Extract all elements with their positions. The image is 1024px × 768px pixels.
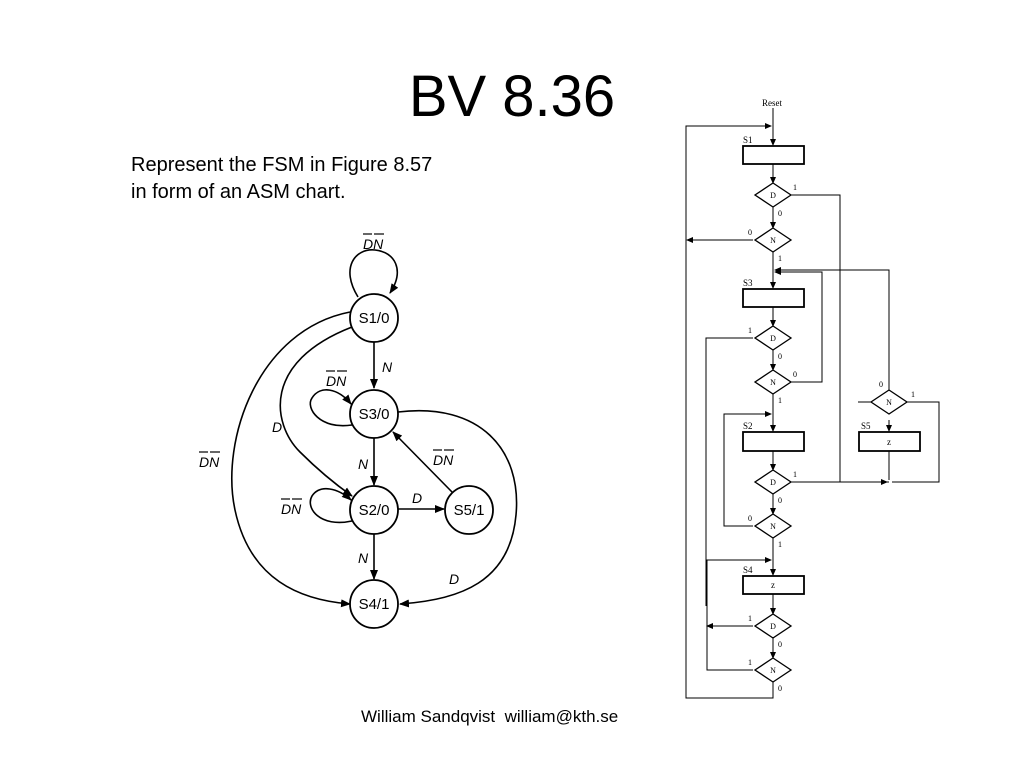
asm-reset-label: Reset [762, 98, 782, 108]
intro-line-1: Represent the FSM in Figure 8.57 [131, 154, 433, 176]
asm-s4-output: z [771, 580, 775, 590]
state-s2 [349, 485, 399, 535]
asm-d1-one: 1 [793, 183, 797, 192]
asm-d3-zero: 0 [778, 352, 782, 361]
s1-to-s4-arrow [231, 311, 351, 608]
label-n-s2-to-s4: N [358, 550, 369, 566]
asm-decision-d4 [753, 613, 793, 639]
state-s1-label: S1/0 [359, 310, 390, 327]
label-n-s3-to-s2: N [358, 456, 369, 472]
state-s3 [349, 389, 399, 439]
label-d-s3-to-s4: D [449, 571, 459, 587]
asm-state-s2-box [742, 431, 805, 452]
asm-d3-one: 1 [748, 326, 752, 335]
footer-credit: William Sandqvist william@kth.se [361, 707, 619, 726]
asm-decision-d3 [753, 325, 793, 351]
asm-d4-zero: 0 [778, 640, 782, 649]
asm-n1-text: N [770, 236, 776, 245]
asm-n3-text: N [770, 378, 776, 387]
label-dn-s1-to-s4: DN [199, 454, 220, 470]
asm-n2-zero: 0 [748, 514, 752, 523]
asm-d3-text: D [770, 334, 776, 343]
state-s4 [349, 579, 399, 629]
asm-d2-zero: 0 [778, 496, 782, 505]
asm-n2-one: 1 [778, 540, 782, 549]
s1-self-loop [349, 249, 399, 298]
asm-d4-one: 1 [748, 614, 752, 623]
asm-n5-text: N [886, 398, 892, 407]
asm-s2-label: S2 [743, 421, 753, 431]
asm-s5-output: z [887, 437, 891, 447]
asm-decision-d1 [753, 182, 793, 208]
s3-to-s4-arrow [397, 409, 518, 608]
asm-decision-d2 [753, 469, 793, 495]
asm-d2-one: 1 [793, 470, 797, 479]
asm-d4-text: D [770, 622, 776, 631]
asm-s3-label: S3 [743, 278, 753, 288]
asm-s4-label: S4 [743, 565, 753, 575]
asm-n5-zero: 0 [879, 380, 883, 389]
asm-s1-label: S1 [743, 135, 753, 145]
asm-n1-one: 1 [778, 254, 782, 263]
s1-to-s2-arrow [279, 326, 353, 497]
asm-decision-n1 [753, 227, 793, 253]
label-d-s2-to-s5: D [412, 490, 422, 506]
label-d-s1-to-s2: D [272, 419, 282, 435]
asm-d1-text: D [770, 191, 776, 200]
label-dn-s1: DN [363, 236, 384, 252]
state-s1 [349, 293, 399, 343]
state-s3-label: S3/0 [359, 406, 390, 423]
asm-s5-label: S5 [861, 421, 871, 431]
s2-self-loop [309, 488, 353, 524]
asm-state-s5-box [858, 431, 921, 452]
asm-d1-zero: 0 [778, 209, 782, 218]
s3-self-loop [309, 389, 353, 427]
asm-n3-zero: 0 [793, 370, 797, 379]
asm-d2-text: D [770, 478, 776, 487]
asm-n1-zero: 0 [748, 228, 752, 237]
intro-line-2: in form of an ASM chart. [131, 181, 346, 203]
s5-to-s3-arrow [392, 431, 453, 493]
asm-state-s1-box [742, 145, 805, 165]
asm-decision-n5 [869, 389, 909, 415]
asm-decision-n3 [753, 369, 793, 395]
slide-title: BV 8.36 [408, 64, 616, 129]
asm-n2-text: N [770, 522, 776, 531]
asm-state-s3-box [742, 288, 805, 308]
state-s2-label: S2/0 [359, 502, 390, 519]
asm-n4-text: N [770, 666, 776, 675]
asm-decision-n4 [753, 657, 793, 683]
asm-n5-one: 1 [911, 390, 915, 399]
state-s4-label: S4/1 [359, 596, 390, 613]
intro-text: Represent the FSM in Figure 8.57 in form… [131, 152, 432, 206]
asm-n4-one: 1 [748, 658, 752, 667]
state-s5 [444, 485, 494, 535]
label-n-s1-to-s3: N [382, 359, 393, 375]
asm-n3-one: 1 [778, 396, 782, 405]
label-dn-s3: DN [326, 373, 347, 389]
label-dn-s5-to-s3: DN [433, 452, 454, 468]
asm-state-s4-box [742, 575, 805, 595]
asm-n4-zero: 0 [778, 684, 782, 693]
asm-decision-n2 [753, 513, 793, 539]
state-s5-label: S5/1 [454, 502, 485, 519]
label-dn-s2: DN [281, 501, 302, 517]
